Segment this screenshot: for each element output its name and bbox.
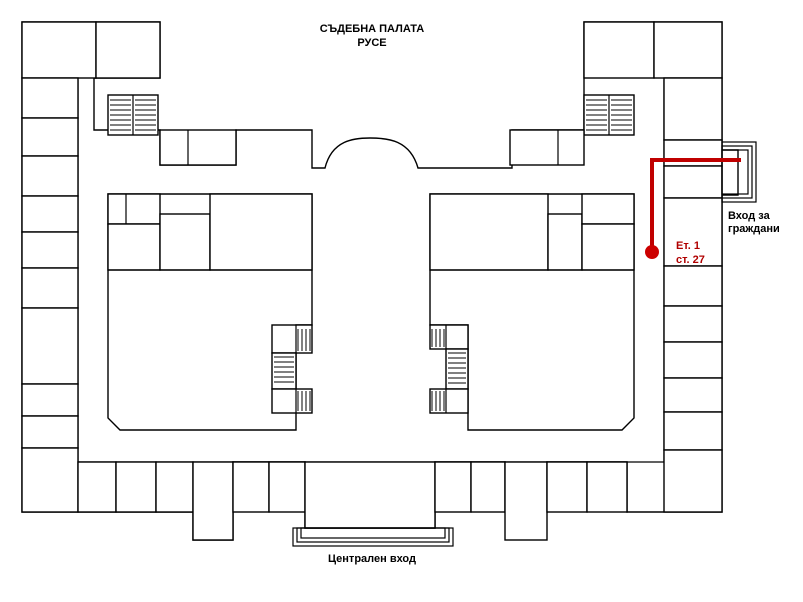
room-top-right-small <box>509 129 585 166</box>
location-marker <box>645 245 659 259</box>
route-line <box>650 158 741 252</box>
title-line1: СЪДЕБНА ПАЛАТА <box>320 23 425 35</box>
citizens-entrance-label-line1: Вход за <box>728 210 771 222</box>
right-inner-block <box>429 193 635 431</box>
stairs-top-right <box>583 94 635 136</box>
bottom-rooms <box>77 461 628 541</box>
location-room-label: ст. 27 <box>676 254 705 266</box>
left-wing-rooms <box>21 21 161 513</box>
central-entrance-label: Централен вход <box>328 553 416 565</box>
left-inner-block <box>107 193 313 431</box>
citizens-entrance-steps <box>721 141 757 203</box>
stairs-top-left <box>107 94 159 136</box>
location-floor-label: Ет. 1 <box>676 240 700 252</box>
title-line2: РУСЕ <box>357 37 386 49</box>
room-top-left-small <box>159 129 237 166</box>
central-entrance-steps <box>292 527 454 547</box>
citizens-entrance-label-line2: граждани <box>728 223 780 235</box>
